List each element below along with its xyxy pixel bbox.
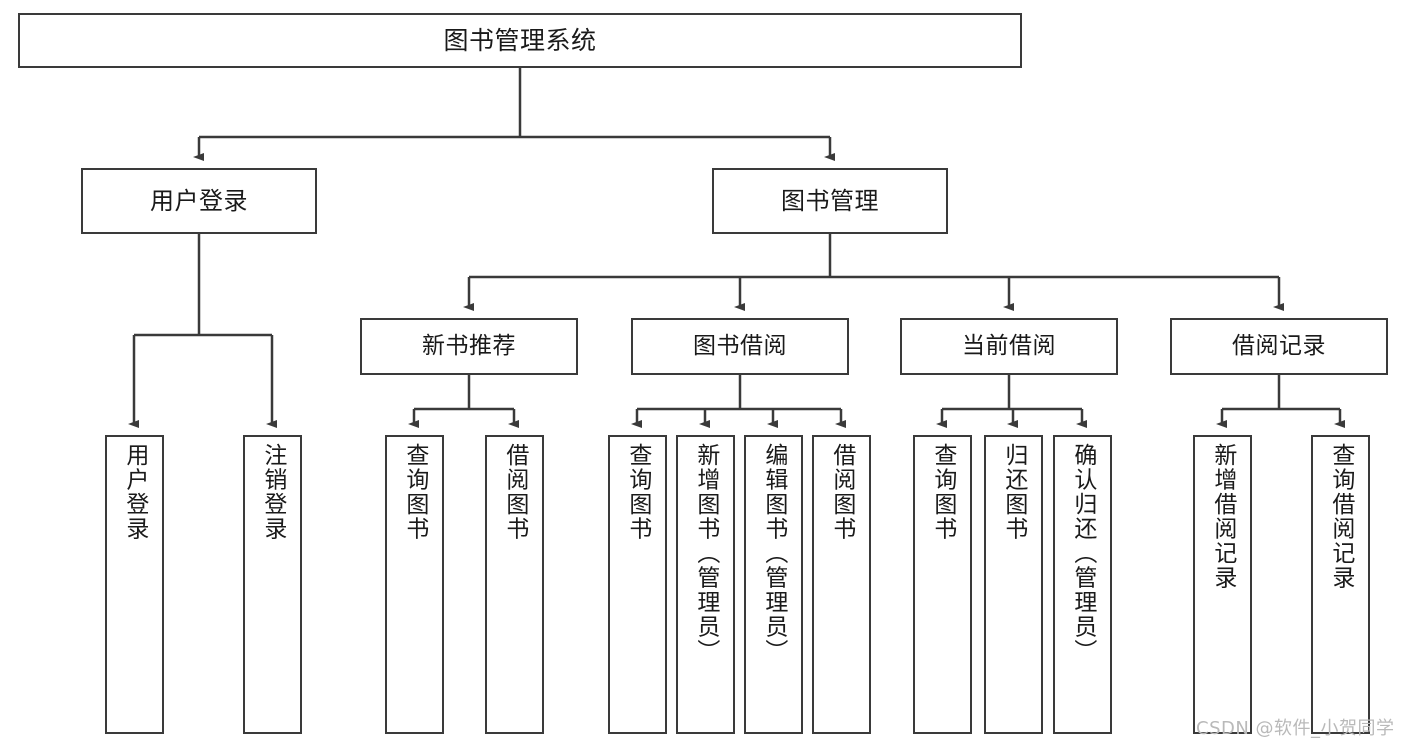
leaf-borrow-edit-label: 编辑图书（管理员） xyxy=(760,443,787,664)
node-borrow-record-label: 借阅记录 xyxy=(1232,332,1326,359)
node-user-login-label: 用户登录 xyxy=(150,186,248,215)
node-book-borrow-label: 图书借阅 xyxy=(693,332,787,359)
node-current-borrow-label: 当前借阅 xyxy=(962,332,1056,359)
leaf-rec-query[interactable]: 查询图书 xyxy=(385,435,444,734)
leaf-rec-add-label: 新增借阅记录 xyxy=(1209,443,1236,590)
leaf-user-login[interactable]: 用户登录 xyxy=(105,435,164,734)
node-new-book-rec-label: 新书推荐 xyxy=(422,332,516,359)
node-borrow-record[interactable]: 借阅记录 xyxy=(1170,318,1388,375)
node-user-login[interactable]: 用户登录 xyxy=(81,168,317,234)
leaf-user-login-label: 用户登录 xyxy=(121,443,148,541)
leaf-user-logout[interactable]: 注销登录 xyxy=(243,435,302,734)
leaf-rec-add[interactable]: 新增借阅记录 xyxy=(1193,435,1252,734)
leaf-borrow-lend[interactable]: 借阅图书 xyxy=(812,435,871,734)
node-book-manage-label: 图书管理 xyxy=(781,186,879,215)
leaf-borrow-add-label: 新增图书（管理员） xyxy=(692,443,719,664)
leaf-rec-borrow-label: 借阅图书 xyxy=(501,443,528,541)
leaf-user-logout-label: 注销登录 xyxy=(259,443,286,541)
leaf-borrow-edit[interactable]: 编辑图书（管理员） xyxy=(744,435,803,734)
node-book-borrow[interactable]: 图书借阅 xyxy=(631,318,849,375)
node-current-borrow[interactable]: 当前借阅 xyxy=(900,318,1118,375)
leaf-rec-query2[interactable]: 查询借阅记录 xyxy=(1311,435,1370,734)
leaf-cur-confirm[interactable]: 确认归还（管理员） xyxy=(1053,435,1112,734)
leaf-cur-return-label: 归还图书 xyxy=(1000,443,1027,541)
node-book-manage[interactable]: 图书管理 xyxy=(712,168,948,234)
leaf-cur-query[interactable]: 查询图书 xyxy=(913,435,972,734)
leaf-borrow-add[interactable]: 新增图书（管理员） xyxy=(676,435,735,734)
node-root[interactable]: 图书管理系统 xyxy=(18,13,1022,68)
leaf-borrow-query-label: 查询图书 xyxy=(624,443,651,541)
leaf-cur-query-label: 查询图书 xyxy=(929,443,956,541)
node-root-label: 图书管理系统 xyxy=(443,25,597,55)
leaf-cur-return[interactable]: 归还图书 xyxy=(984,435,1043,734)
leaf-rec-query2-label: 查询借阅记录 xyxy=(1327,443,1354,590)
leaf-rec-query-label: 查询图书 xyxy=(401,443,428,541)
leaf-cur-confirm-label: 确认归还（管理员） xyxy=(1069,443,1096,664)
leaf-borrow-query[interactable]: 查询图书 xyxy=(608,435,667,734)
leaf-rec-borrow[interactable]: 借阅图书 xyxy=(485,435,544,734)
leaf-borrow-lend-label: 借阅图书 xyxy=(828,443,855,541)
node-new-book-rec[interactable]: 新书推荐 xyxy=(360,318,578,375)
csdn-watermark: CSDN @软件_小贺同学 xyxy=(1196,718,1395,739)
